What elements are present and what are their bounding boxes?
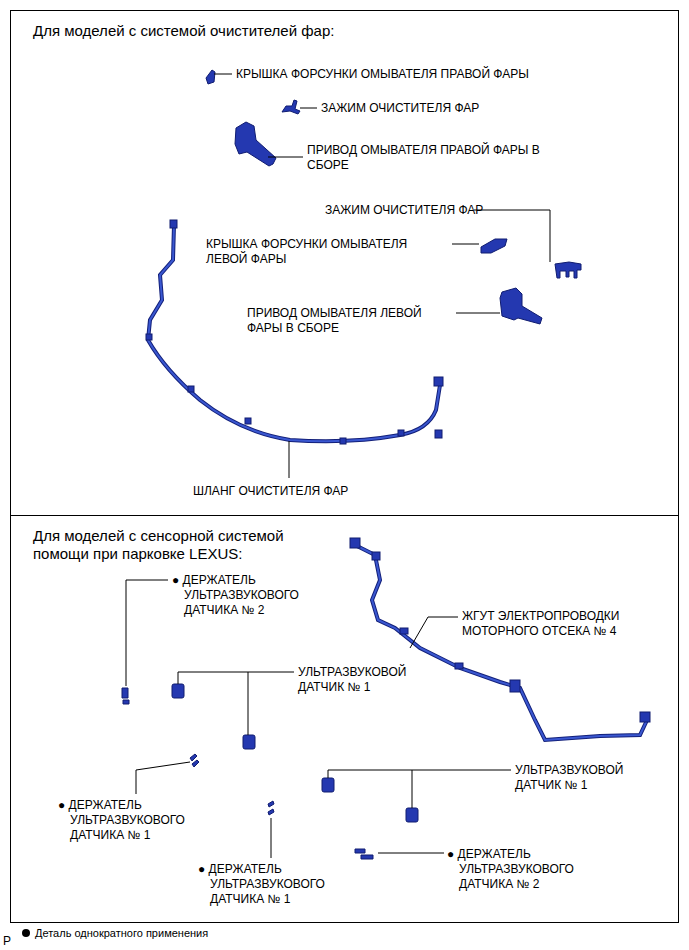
- legend-row: Деталь однократного применения: [22, 926, 208, 940]
- part-label-text: КРЫШКА ФОРСУНКИ ОМЫВАТЕЛЯ ЛЕВОЙ ФАРЫ: [206, 237, 446, 267]
- part-label-text: ЗАЖИМ ОЧИСТИТЕЛЯ ФАР: [321, 101, 479, 116]
- part-label-text: ПРИВОД ОМЫВАТЕЛЯ ЛЕВОЙ ФАРЫ В СБОРЕ: [247, 306, 453, 336]
- legend-text: Деталь однократного применения: [35, 926, 208, 940]
- part-label-text: КРЫШКА ФОРСУНКИ ОМЫВАТЕЛЯ ПРАВОЙ ФАРЫ: [236, 67, 529, 82]
- part-name: ● ДЕРЖАТЕЛЬ УЛЬТРАЗВУКОВОГО ДАТЧИКА № 1: [58, 798, 193, 843]
- part-label-text: ● ДЕРЖАТЕЛЬ УЛЬТРАЗВУКОВОГО ДАТЧИКА № 2: [172, 573, 300, 618]
- part-name: КРЫШКА ФОРСУНКИ ОМЫВАТЕЛЯ ЛЕВОЙ ФАРЫ: [206, 237, 446, 267]
- option-panel: Для моделей с системой очистителей фар:: [10, 10, 679, 516]
- part-name: ПРИВОД ОМЫВАТЕЛЯ ПРАВОЙ ФАРЫ В СБОРЕ: [307, 143, 543, 173]
- part-label-text: ЗАЖИМ ОЧИСТИТЕЛЯ ФАР: [325, 203, 483, 218]
- part-label-text: ЖГУТ ЭЛЕКТРОПРОВОДКИ МОТОРНОГО ОТСЕКА № …: [462, 609, 632, 639]
- part-label-text: УЛЬТРАЗВУКОВОЙ ДАТЧИК № 1: [298, 665, 433, 695]
- page-code: P: [3, 934, 11, 949]
- part-label-text: ШЛАНГ ОЧИСТИТЕЛЯ ФАР: [193, 484, 348, 499]
- part-name: КРЫШКА ФОРСУНКИ ОМЫВАТЕЛЯ ПРАВОЙ ФАРЫ: [236, 67, 529, 82]
- part-label-text: ПРИВОД ОМЫВАТЕЛЯ ПРАВОЙ ФАРЫ В СБОРЕ: [307, 143, 543, 173]
- part-name: ЗАЖИМ ОЧИСТИТЕЛЯ ФАР: [321, 101, 479, 116]
- part-name: ЖГУТ ЭЛЕКТРОПРОВОДКИ МОТОРНОГО ОТСЕКА № …: [462, 609, 632, 639]
- part-name: ● ДЕРЖАТЕЛЬ УЛЬТРАЗВУКОВОГО ДАТЧИКА № 2: [172, 573, 300, 618]
- part-name: УЛЬТРАЗВУКОВОЙ ДАТЧИК № 1: [298, 665, 433, 695]
- part-label-text: ● ДЕРЖАТЕЛЬ УЛЬТРАЗВУКОВОГО ДАТЧИКА № 1: [198, 862, 333, 907]
- legend-bullet: [22, 929, 30, 937]
- part-label-text: УЛЬТРАЗВУКОВОЙ ДАТЧИК № 1: [515, 763, 650, 793]
- part-name: ПРИВОД ОМЫВАТЕЛЯ ЛЕВОЙ ФАРЫ В СБОРЕ: [247, 306, 453, 336]
- panel-heading: Для моделей с сенсорной системой помощи …: [33, 527, 303, 563]
- option-panel: Для моделей с сенсорной системой помощи …: [10, 515, 679, 923]
- part-name: ЗАЖИМ ОЧИСТИТЕЛЯ ФАР: [325, 203, 483, 218]
- part-name: УЛЬТРАЗВУКОВОЙ ДАТЧИК № 1: [515, 763, 650, 793]
- part-name: ШЛАНГ ОЧИСТИТЕЛЯ ФАР: [193, 484, 348, 499]
- panel-heading: Для моделей с системой очистителей фар:: [33, 22, 653, 40]
- part-name: ● ДЕРЖАТЕЛЬ УЛЬТРАЗВУКОВОГО ДАТЧИКА № 2: [447, 847, 582, 892]
- part-label-text: P: [3, 934, 11, 949]
- part-label-text: ● ДЕРЖАТЕЛЬ УЛЬТРАЗВУКОВОГО ДАТЧИКА № 2: [447, 847, 582, 892]
- part-name: ● ДЕРЖАТЕЛЬ УЛЬТРАЗВУКОВОГО ДАТЧИКА № 1: [198, 862, 333, 907]
- part-label-text: ● ДЕРЖАТЕЛЬ УЛЬТРАЗВУКОВОГО ДАТЧИКА № 1: [58, 798, 193, 843]
